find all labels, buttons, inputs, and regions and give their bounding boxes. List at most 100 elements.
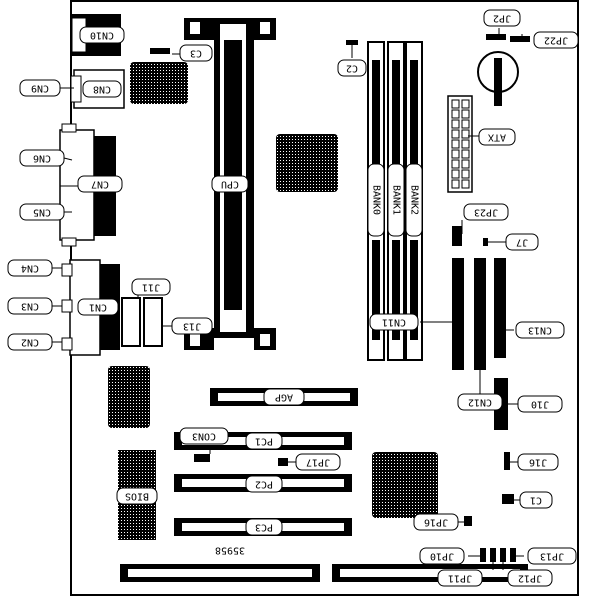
jp13-jumper xyxy=(510,548,516,562)
label-cn11: CN11 xyxy=(369,313,419,331)
leader-lines xyxy=(52,28,524,570)
chip-south xyxy=(372,452,438,518)
svg-text:JP23: JP23 xyxy=(474,207,498,218)
jp10-jumper xyxy=(480,548,486,562)
label-cn13: CN13 xyxy=(515,321,565,339)
svg-text:J16: J16 xyxy=(529,457,547,468)
svg-text:AGP: AGP xyxy=(275,392,293,403)
svg-text:CN5: CN5 xyxy=(33,207,51,218)
svg-text:CN11: CN11 xyxy=(382,317,406,328)
j7-jumper xyxy=(483,238,488,246)
svg-text:PC3: PC3 xyxy=(255,522,273,533)
label-con3: CON3 xyxy=(179,427,229,445)
label-cn9: CN9 xyxy=(19,79,61,97)
label-j16: J16 xyxy=(517,453,559,471)
label-j7: J7 xyxy=(505,233,539,251)
label-cn5: CN5 xyxy=(19,203,65,221)
svg-text:JP16: JP16 xyxy=(424,517,448,528)
label-cn8: CN8 xyxy=(82,80,122,98)
label-jp23: JP23 xyxy=(463,203,509,221)
label-c1: C1 xyxy=(519,491,553,509)
jp16-jumper xyxy=(464,516,472,526)
label-j13: J13 xyxy=(171,317,213,335)
label-bank2: BANK2 xyxy=(405,163,423,237)
svg-text:JP10: JP10 xyxy=(430,551,454,562)
svg-text:CN7: CN7 xyxy=(91,179,109,190)
c2-jumper xyxy=(346,40,358,45)
svg-text:CON3: CON3 xyxy=(192,431,216,442)
svg-text:PC1: PC1 xyxy=(255,436,273,447)
label-j11: J11 xyxy=(131,278,171,296)
j16-jumper xyxy=(504,452,510,470)
label-jp13: JP13 xyxy=(527,547,577,565)
svg-text:CN6: CN6 xyxy=(33,153,51,164)
svg-text:J13: J13 xyxy=(183,321,201,332)
jp23-jumper xyxy=(452,226,462,246)
label-bank1: BANK1 xyxy=(387,163,405,237)
svg-text:BANK1: BANK1 xyxy=(391,185,402,215)
atx-power-connector xyxy=(447,95,473,193)
chip-top-left xyxy=(130,62,188,104)
svg-text:J10: J10 xyxy=(531,399,549,410)
svg-text:CN8: CN8 xyxy=(93,84,111,95)
label-cn10: CN10 xyxy=(79,26,125,44)
label-jp22: JP22 xyxy=(533,31,579,49)
cn11-header xyxy=(452,258,464,370)
svg-text:JP22: JP22 xyxy=(544,35,568,46)
label-bios: BIOS xyxy=(116,487,158,505)
jp12-jumper xyxy=(500,548,506,562)
jp2-jumper xyxy=(486,34,506,40)
cn12-header xyxy=(474,258,486,370)
label-cn7: CN7 xyxy=(77,175,123,193)
svg-text:JP12: JP12 xyxy=(518,573,542,584)
isa-slot-2 xyxy=(332,564,528,582)
svg-text:PC2: PC2 xyxy=(255,479,273,490)
label-cn6: CN6 xyxy=(19,149,65,167)
battery xyxy=(477,51,519,106)
jp22-jumper xyxy=(510,36,530,42)
label-cn1: CN1 xyxy=(77,298,119,316)
board-id: 35958 xyxy=(215,545,245,556)
jp11-jumper xyxy=(490,548,496,562)
isa-slot-1 xyxy=(120,564,320,582)
j13-header xyxy=(143,297,163,347)
label-jp12: JP12 xyxy=(507,569,553,587)
svg-text:CN2: CN2 xyxy=(21,337,39,348)
svg-text:CPU: CPU xyxy=(221,179,239,190)
label-pc3: PC3 xyxy=(245,518,283,536)
svg-text:J11: J11 xyxy=(142,282,160,293)
label-c2: C2 xyxy=(337,59,367,77)
svg-text:J7: J7 xyxy=(516,237,528,248)
svg-text:CN1: CN1 xyxy=(89,302,107,313)
svg-text:JP17: JP17 xyxy=(306,457,330,468)
cn6-cn7-cn5-serial-parallel xyxy=(59,123,116,247)
label-cn12: CN12 xyxy=(457,393,503,411)
svg-text:C1: C1 xyxy=(530,495,542,506)
svg-text:CN10: CN10 xyxy=(90,30,114,41)
svg-text:CN3: CN3 xyxy=(21,301,39,312)
cn13-header xyxy=(494,258,506,358)
svg-text:CN13: CN13 xyxy=(528,325,552,336)
svg-text:CN12: CN12 xyxy=(468,397,492,408)
jp17-jumper xyxy=(278,458,288,466)
chip-north xyxy=(276,134,338,192)
j11-header xyxy=(121,297,141,347)
label-j10: J10 xyxy=(517,395,563,413)
label-bank0: BANK0 xyxy=(367,163,385,237)
con3-jumper xyxy=(194,454,210,462)
chip-left-middle xyxy=(108,366,150,428)
svg-text:BANK0: BANK0 xyxy=(371,185,382,215)
label-jp17: JP17 xyxy=(295,453,341,471)
label-cn2: CN2 xyxy=(7,333,53,351)
svg-text:35958: 35958 xyxy=(215,545,245,556)
label-jp2: JP2 xyxy=(483,9,521,27)
svg-text:JP13: JP13 xyxy=(540,551,564,562)
c1-jumper xyxy=(502,494,514,504)
label-jp10: JP10 xyxy=(419,547,465,565)
svg-text:C2: C2 xyxy=(346,63,358,74)
svg-text:C3: C3 xyxy=(190,48,202,59)
label-jp16: JP16 xyxy=(413,513,459,531)
svg-text:ATX: ATX xyxy=(488,132,506,143)
svg-text:JP11: JP11 xyxy=(448,573,472,584)
